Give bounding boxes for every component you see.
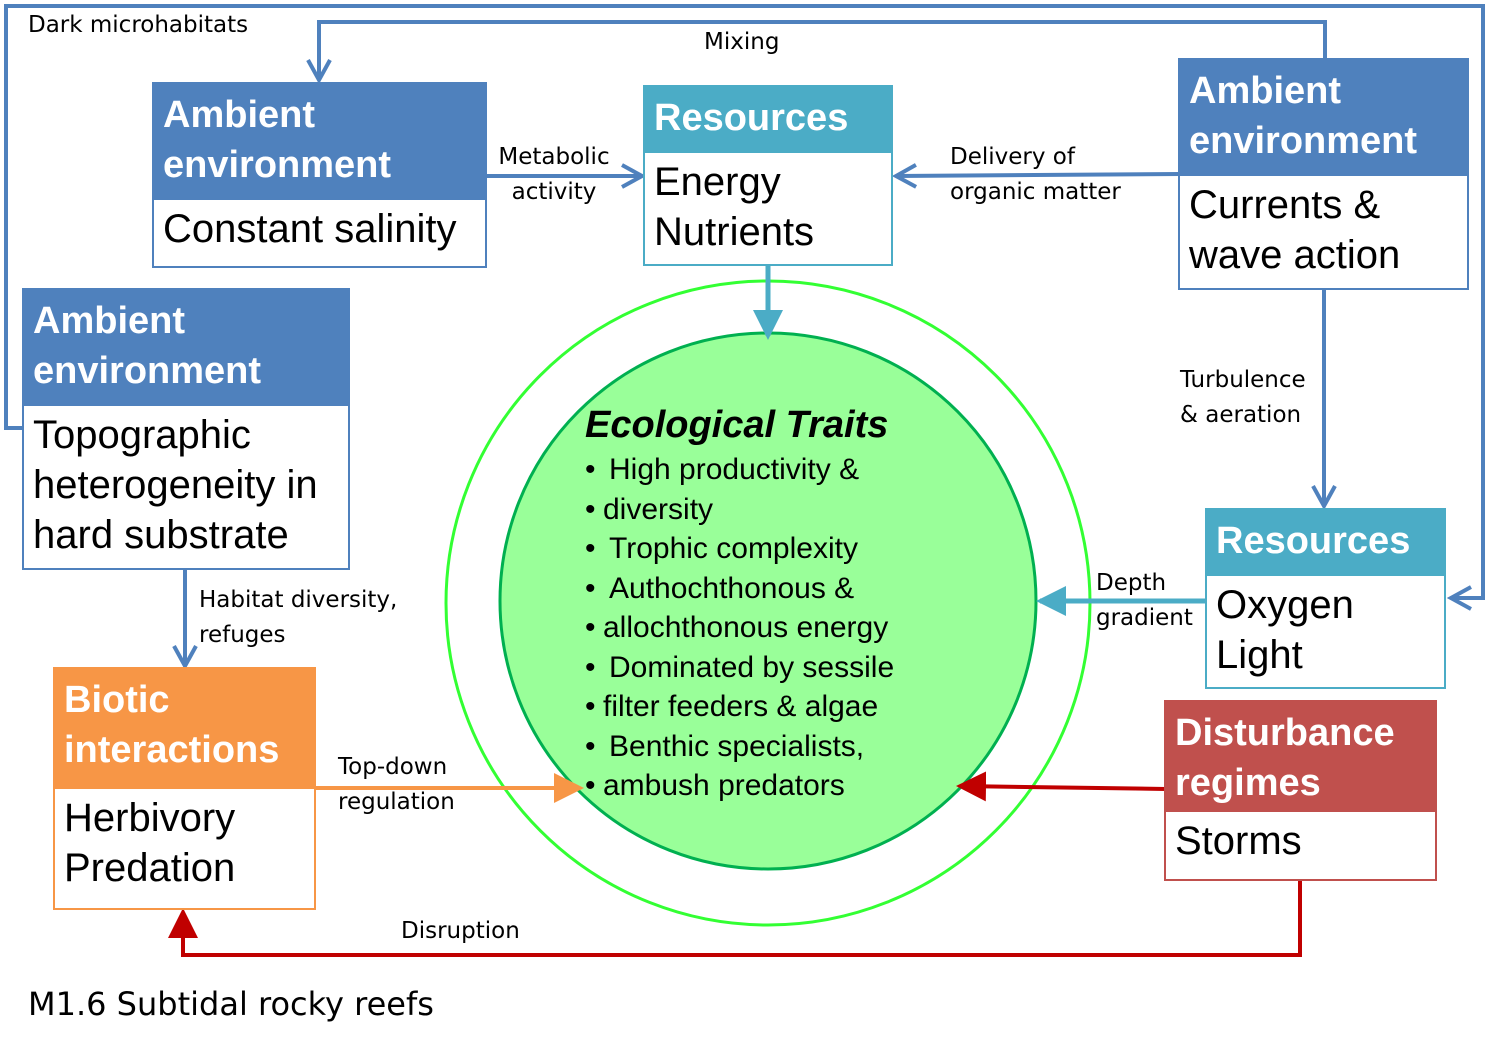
box-body: Constant salinity xyxy=(154,200,485,254)
diagram-caption: M1.6 Subtidal rocky reefs xyxy=(28,985,434,1023)
traits-title: Ecological Traits xyxy=(585,404,889,446)
header-line: regimes xyxy=(1175,762,1321,804)
trait-item: High productivity & xyxy=(565,450,965,490)
box-header: Ambient environment xyxy=(154,84,485,200)
trait-line: ambush predators xyxy=(603,769,845,802)
resources-oxygen-box: Resources Oxygen Light xyxy=(1205,508,1446,689)
label-line: regulation xyxy=(338,789,455,815)
biotic-interactions-box: Biotic interactions Herbivory Predation xyxy=(53,667,316,910)
label-mixing: Mixing xyxy=(704,29,780,55)
arrow-storms-to-core xyxy=(956,771,1167,802)
body-line: Constant salinity xyxy=(163,207,457,251)
label-line: Delivery of xyxy=(950,144,1075,170)
header-line: Ambient xyxy=(33,300,185,342)
body-line: heterogeneity in xyxy=(33,463,318,507)
body-line: wave action xyxy=(1189,233,1401,277)
label-disruption: Disruption xyxy=(401,918,520,944)
trait-line: diversity xyxy=(603,492,714,526)
header-line: environment xyxy=(1189,120,1418,162)
trait-item: Benthic specialists, xyxy=(565,727,965,767)
trait-line: Benthic specialists, xyxy=(609,729,865,763)
header-line: environment xyxy=(163,144,392,186)
resources-energy-box: Resources Energy Nutrients xyxy=(643,85,893,266)
label-line: refuges xyxy=(199,622,286,648)
label-habitat-diversity: Habitat diversity, refuges xyxy=(199,583,397,653)
body-line: Nutrients xyxy=(654,210,815,254)
header-line: Resources xyxy=(1216,520,1411,562)
header-line: environment xyxy=(33,350,262,392)
label-line: Habitat diversity, xyxy=(199,587,398,613)
body-line: Storms xyxy=(1175,819,1302,863)
box-header: Biotic interactions xyxy=(55,669,314,789)
body-line: Oxygen xyxy=(1216,583,1354,627)
trait-item: Trophic complexity xyxy=(565,529,965,569)
body-line: hard substrate xyxy=(33,513,289,557)
header-line: Resources xyxy=(654,97,849,139)
box-header: Resources xyxy=(1207,510,1444,576)
box-body: Currents & wave action xyxy=(1180,176,1467,280)
arrow-dark-microhabitats xyxy=(4,4,1485,598)
disturbance-regimes-box: Disturbance regimes Storms xyxy=(1164,700,1437,881)
label-line: Top-down xyxy=(338,754,448,780)
trait-line: High productivity & xyxy=(609,453,860,486)
label-line: Depth xyxy=(1096,570,1167,596)
body-line: Topographic xyxy=(33,413,251,457)
trait-item-continuation: diversity xyxy=(565,490,965,530)
trait-line: Trophic complexity xyxy=(609,532,858,565)
label-depth-gradient: Depth gradient xyxy=(1096,566,1193,636)
box-body: Storms xyxy=(1166,812,1435,866)
body-line: Herbivory xyxy=(64,796,236,840)
label-metabolic-activity: Metabolic activity xyxy=(494,140,614,210)
header-line: Ambient xyxy=(1189,70,1341,112)
label-turbulence-aeration: Turbulence & aeration xyxy=(1180,363,1306,433)
box-header: Ambient environment xyxy=(24,290,348,406)
trait-line: Authochthonous & xyxy=(609,571,855,605)
label-top-down-regulation: Top-down regulation xyxy=(338,750,455,820)
trait-line: allochthonous energy xyxy=(603,611,889,644)
body-line: Currents & xyxy=(1189,183,1381,227)
label-line: & aeration xyxy=(1180,402,1302,428)
label-line: activity xyxy=(511,179,597,205)
body-line: Light xyxy=(1216,633,1303,677)
trait-line: Dominated by sessile xyxy=(609,650,895,684)
box-header: Resources xyxy=(645,87,891,153)
box-body: Topographic heterogeneity in hard substr… xyxy=(24,406,348,560)
box-header: Ambient environment xyxy=(1180,60,1467,176)
label-line: organic matter xyxy=(950,179,1121,205)
trait-item-continuation: filter feeders & algae xyxy=(565,687,965,727)
ecological-traits: Ecological Traits High productivity & di… xyxy=(565,400,965,806)
arrow-delivery-organic-matter xyxy=(896,174,1181,176)
header-line: Ambient xyxy=(163,94,315,136)
header-line: Biotic xyxy=(64,679,170,721)
trait-item-continuation: allochthonous energy xyxy=(565,608,965,648)
ambient-salinity-box: Ambient environment Constant salinity xyxy=(152,82,487,268)
label-line: Metabolic xyxy=(498,144,610,170)
trait-line: filter feeders & algae xyxy=(603,690,879,723)
label-line: Turbulence xyxy=(1180,367,1306,393)
trait-item: Dominated by sessile xyxy=(565,648,965,688)
body-line: Predation xyxy=(64,846,236,890)
box-body: Energy Nutrients xyxy=(645,153,891,257)
ambient-topography-box: Ambient environment Topographic heteroge… xyxy=(22,288,350,570)
traits-list: High productivity & diversity Trophic co… xyxy=(565,450,965,806)
ambient-currents-box: Ambient environment Currents & wave acti… xyxy=(1178,58,1469,290)
body-line: Energy xyxy=(654,160,781,204)
box-body: Oxygen Light xyxy=(1207,576,1444,680)
header-line: Disturbance xyxy=(1175,712,1395,754)
arrow-disruption xyxy=(168,880,1302,957)
arrow-mixing xyxy=(319,20,1327,80)
header-line: interactions xyxy=(64,729,280,771)
label-line: gradient xyxy=(1096,605,1193,631)
box-body: Herbivory Predation xyxy=(55,789,314,893)
trait-item: Authochthonous & xyxy=(565,569,965,609)
box-header: Disturbance regimes xyxy=(1166,702,1435,812)
label-delivery-organic-matter: Delivery of organic matter xyxy=(950,140,1121,210)
trait-item-continuation: ambush predators xyxy=(565,766,965,806)
label-dark-microhabitats: Dark microhabitats xyxy=(28,12,249,38)
